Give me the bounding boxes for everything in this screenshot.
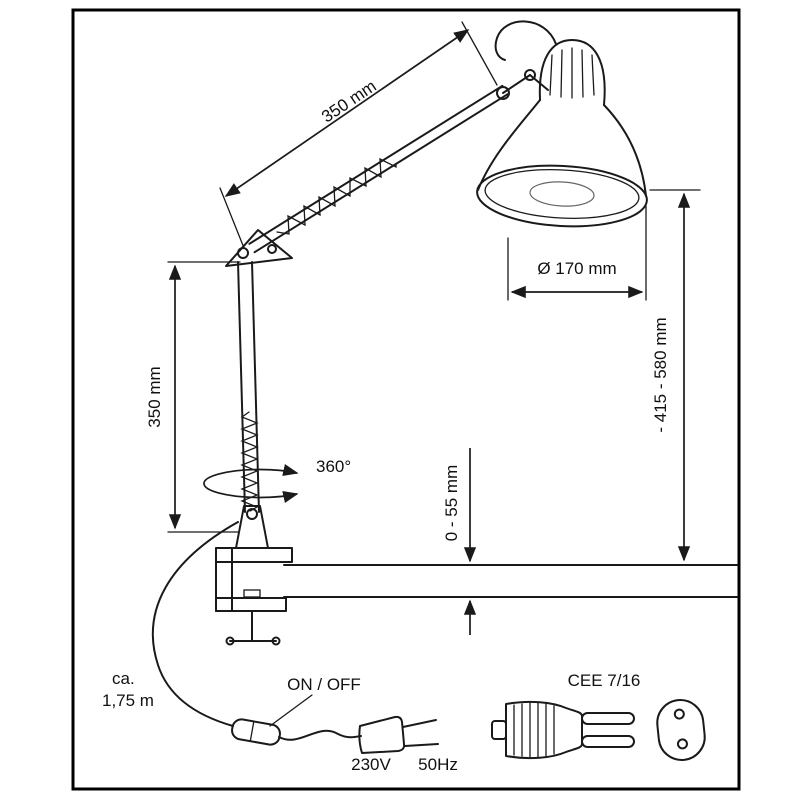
head-cord <box>494 20 557 61</box>
vent-slot <box>581 49 584 98</box>
table-surface <box>283 564 738 598</box>
dimension-clamp-capacity: 0 - 55 mm <box>442 448 477 635</box>
shade-diameter-label: Ø 170 mm <box>537 259 616 278</box>
pin-hole <box>676 738 688 750</box>
voltage-label: 230V <box>351 755 391 774</box>
inline-switch <box>231 718 281 746</box>
base-pivot <box>246 508 258 520</box>
cable-length-prefix-label: ca. <box>112 669 135 688</box>
power-cable <box>151 521 439 754</box>
plug-cee-face-view <box>656 699 706 761</box>
upper-arm-length-label: 350 mm <box>318 76 380 126</box>
lower-arm <box>237 261 260 513</box>
clamp-capacity-label: 0 - 55 mm <box>442 465 461 542</box>
plug-pin <box>404 743 439 747</box>
plug-small <box>358 715 439 754</box>
plug-pin <box>402 719 437 728</box>
frequency-label: 50Hz <box>418 755 458 774</box>
dimension-lower-arm: 350 mm <box>145 261 241 533</box>
elbow-joint <box>225 229 293 267</box>
arm-mount-plate <box>235 505 269 549</box>
lamp-shade <box>476 39 648 228</box>
shade-bell-right <box>603 104 647 197</box>
clamp <box>215 505 293 646</box>
upper-arm <box>248 84 509 254</box>
vent-slot <box>560 49 563 98</box>
head-joint <box>496 69 549 100</box>
rotation-label: 360° <box>316 457 351 476</box>
plug-pin <box>581 712 635 725</box>
shade-rim <box>476 164 648 228</box>
height-range-label: - 415 - 580 mm <box>651 317 670 432</box>
rotation-arrow <box>203 464 299 503</box>
plug-cee-side-view <box>491 700 635 760</box>
lower-arm-spring <box>240 411 259 512</box>
shade-bell-left <box>477 99 541 191</box>
cable-length-label: 1,75 m <box>102 691 154 710</box>
upper-arm-spring <box>276 157 397 235</box>
plug-body <box>505 700 583 760</box>
cable-run <box>151 521 239 727</box>
shade-rim-inner <box>484 169 640 219</box>
clamp-pad <box>243 589 261 598</box>
bulb <box>529 181 595 207</box>
dimension-height-range: - 415 - 580 mm <box>649 189 701 562</box>
shade-cap <box>538 39 606 106</box>
cable-run-2 <box>278 729 362 741</box>
plug-cable-entry <box>491 720 507 740</box>
vent-slot <box>591 54 595 96</box>
dimension-shade-diameter: Ø 170 mm <box>507 205 647 301</box>
dimension-upper-arm: 350 mm <box>219 21 498 249</box>
switch-leader-line <box>269 694 313 727</box>
pin-hole <box>673 708 685 720</box>
plug-pin <box>581 735 635 748</box>
vent-slot <box>549 54 553 96</box>
switch-label: ON / OFF <box>287 675 361 694</box>
rotation-indicator: 360° <box>203 457 351 503</box>
plug-type-label: CEE 7/16 <box>568 671 641 690</box>
lower-arm-length-label: 350 mm <box>145 366 164 427</box>
drawing-border <box>71 8 741 791</box>
